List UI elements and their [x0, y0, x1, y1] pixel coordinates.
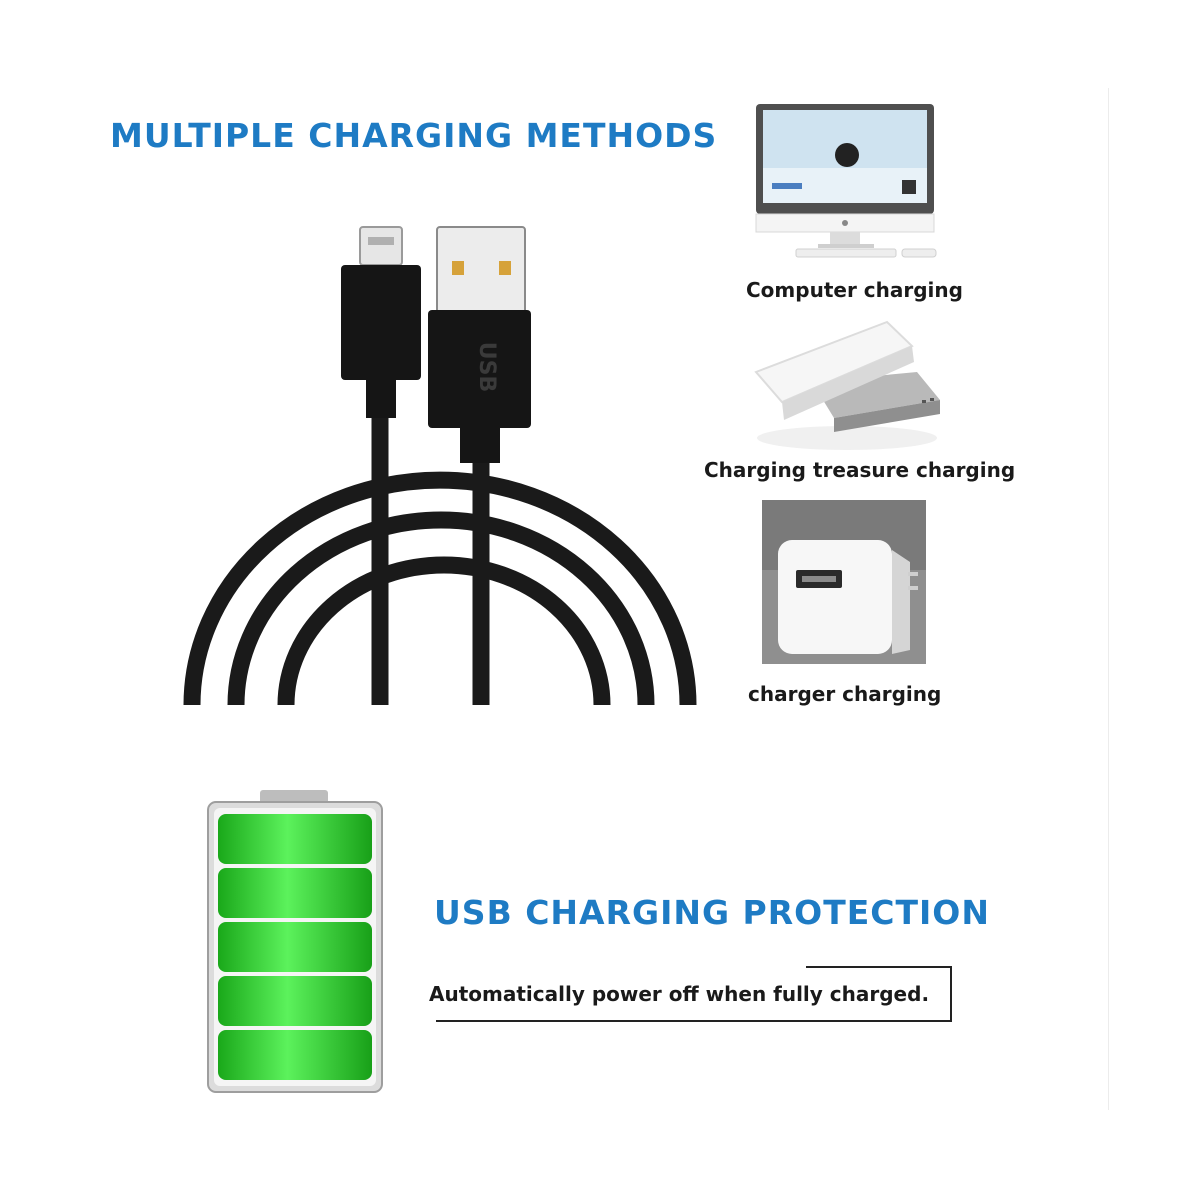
usb-connector-label: USB [474, 342, 499, 392]
wall-charger-icon [762, 500, 926, 664]
full-battery-icon [207, 790, 383, 1093]
caption-charger-charging: charger charging [748, 682, 942, 706]
protection-tagline: Automatically power off when fully charg… [429, 982, 930, 1006]
title-usb-protection: USB CHARGING PROTECTION [434, 893, 990, 932]
power-bank-icon [754, 320, 940, 450]
tagline-frame [436, 1020, 952, 1022]
tagline-frame [806, 966, 952, 968]
usb-cable-icon: USB [183, 226, 697, 706]
divider [1108, 88, 1109, 1110]
caption-powerbank-charging: Charging treasure charging [704, 458, 1016, 482]
title-charging-methods: MULTIPLE CHARGING METHODS [110, 116, 718, 155]
tagline-frame [950, 966, 952, 1022]
computer-icon [755, 104, 937, 258]
caption-computer-charging: Computer charging [746, 278, 963, 302]
